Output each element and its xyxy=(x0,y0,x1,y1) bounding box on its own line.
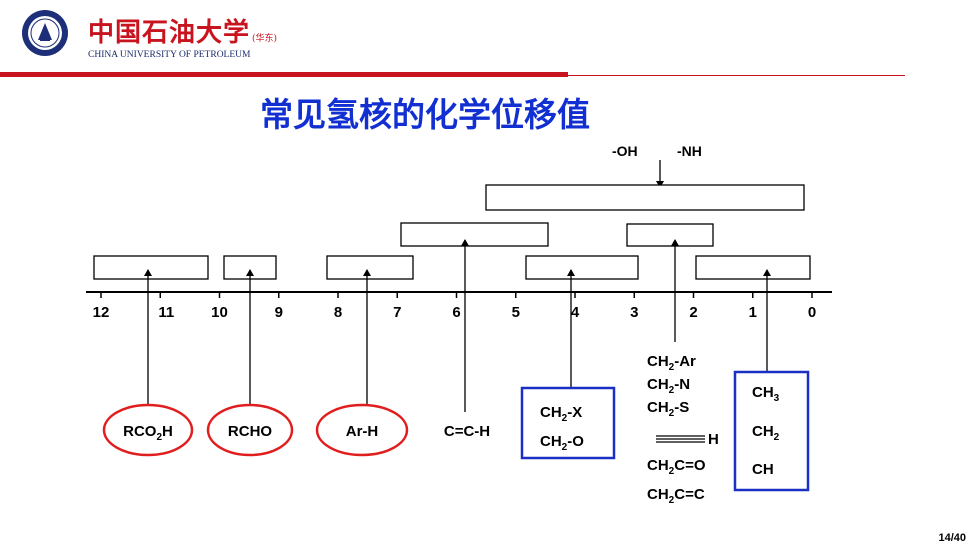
ch2ar-label: CH2-Ar xyxy=(647,353,696,373)
header-divider-bar xyxy=(0,72,568,77)
ch2-substituted-range-box xyxy=(626,223,714,247)
page-number: 14/40 xyxy=(938,532,966,544)
university-name-cn: 中国石油大学(华东) xyxy=(88,12,277,49)
rco2h-ellipse xyxy=(102,403,194,457)
oh-nh-range-box xyxy=(485,184,805,211)
axis-tick-label: 5 xyxy=(512,304,520,321)
axis-tick-label: 4 xyxy=(571,304,580,321)
axis-tick-label: 11 xyxy=(158,304,174,321)
rcho-label: RCHO xyxy=(228,423,272,440)
triple-bond-icon xyxy=(656,435,705,443)
arh-ellipse xyxy=(315,403,409,457)
rcho-ellipse xyxy=(206,403,294,457)
axis-tick-label: 9 xyxy=(275,304,283,321)
alkyl-range-box xyxy=(695,255,811,280)
ch-label: CH xyxy=(752,461,774,478)
alkene-h-label: C=C-H xyxy=(444,423,490,440)
ch2co-label: CH2C=O xyxy=(647,457,706,477)
alkyne-h-label: H xyxy=(708,431,719,448)
university-name-cn-text: 中国石油大学 xyxy=(88,18,251,48)
acid-range-box xyxy=(93,255,209,280)
axis-tick-label: 12 xyxy=(93,304,110,321)
ch2s-label: CH2-S xyxy=(647,399,689,419)
axis-tick-label: 6 xyxy=(452,304,460,321)
halide-ether-box xyxy=(520,386,616,460)
university-seal-icon xyxy=(22,10,68,56)
axis-tick-label: 7 xyxy=(393,304,401,321)
nh-label: -NH xyxy=(677,143,702,159)
slide-title: 常见氢核的化学位移值 xyxy=(260,95,590,134)
ch2-label: CH2 xyxy=(752,423,780,443)
axis-tick-label: 3 xyxy=(630,304,638,321)
ch3-label: CH3 xyxy=(752,384,780,404)
axis-tick-label: 0 xyxy=(808,304,816,321)
alkene-range-box xyxy=(400,222,549,247)
alkyl-box xyxy=(733,370,810,492)
axis-tick-label: 8 xyxy=(334,304,342,321)
header-divider-line xyxy=(568,75,905,76)
university-campus-label: (华东) xyxy=(252,34,278,44)
aromatic-range-box xyxy=(326,255,414,280)
university-name-en: CHINA UNIVERSITY OF PETROLEUM xyxy=(88,50,251,60)
rco2h-label: RCO2H xyxy=(123,423,173,443)
ch2cc-label: CH2C=C xyxy=(647,486,705,506)
axis-tick-label: 10 xyxy=(211,304,228,321)
axis-tick-label: 2 xyxy=(689,304,697,321)
axis-tick-label: 1 xyxy=(749,304,757,321)
ch2x-label: CH2-X xyxy=(540,404,582,424)
ch2o-label: CH2-O xyxy=(540,433,584,453)
ch2n-label: CH2-N xyxy=(647,376,690,396)
arh-label: Ar-H xyxy=(346,423,379,440)
halide-ether-range-box xyxy=(525,255,639,280)
oh-label: -OH xyxy=(612,143,638,159)
